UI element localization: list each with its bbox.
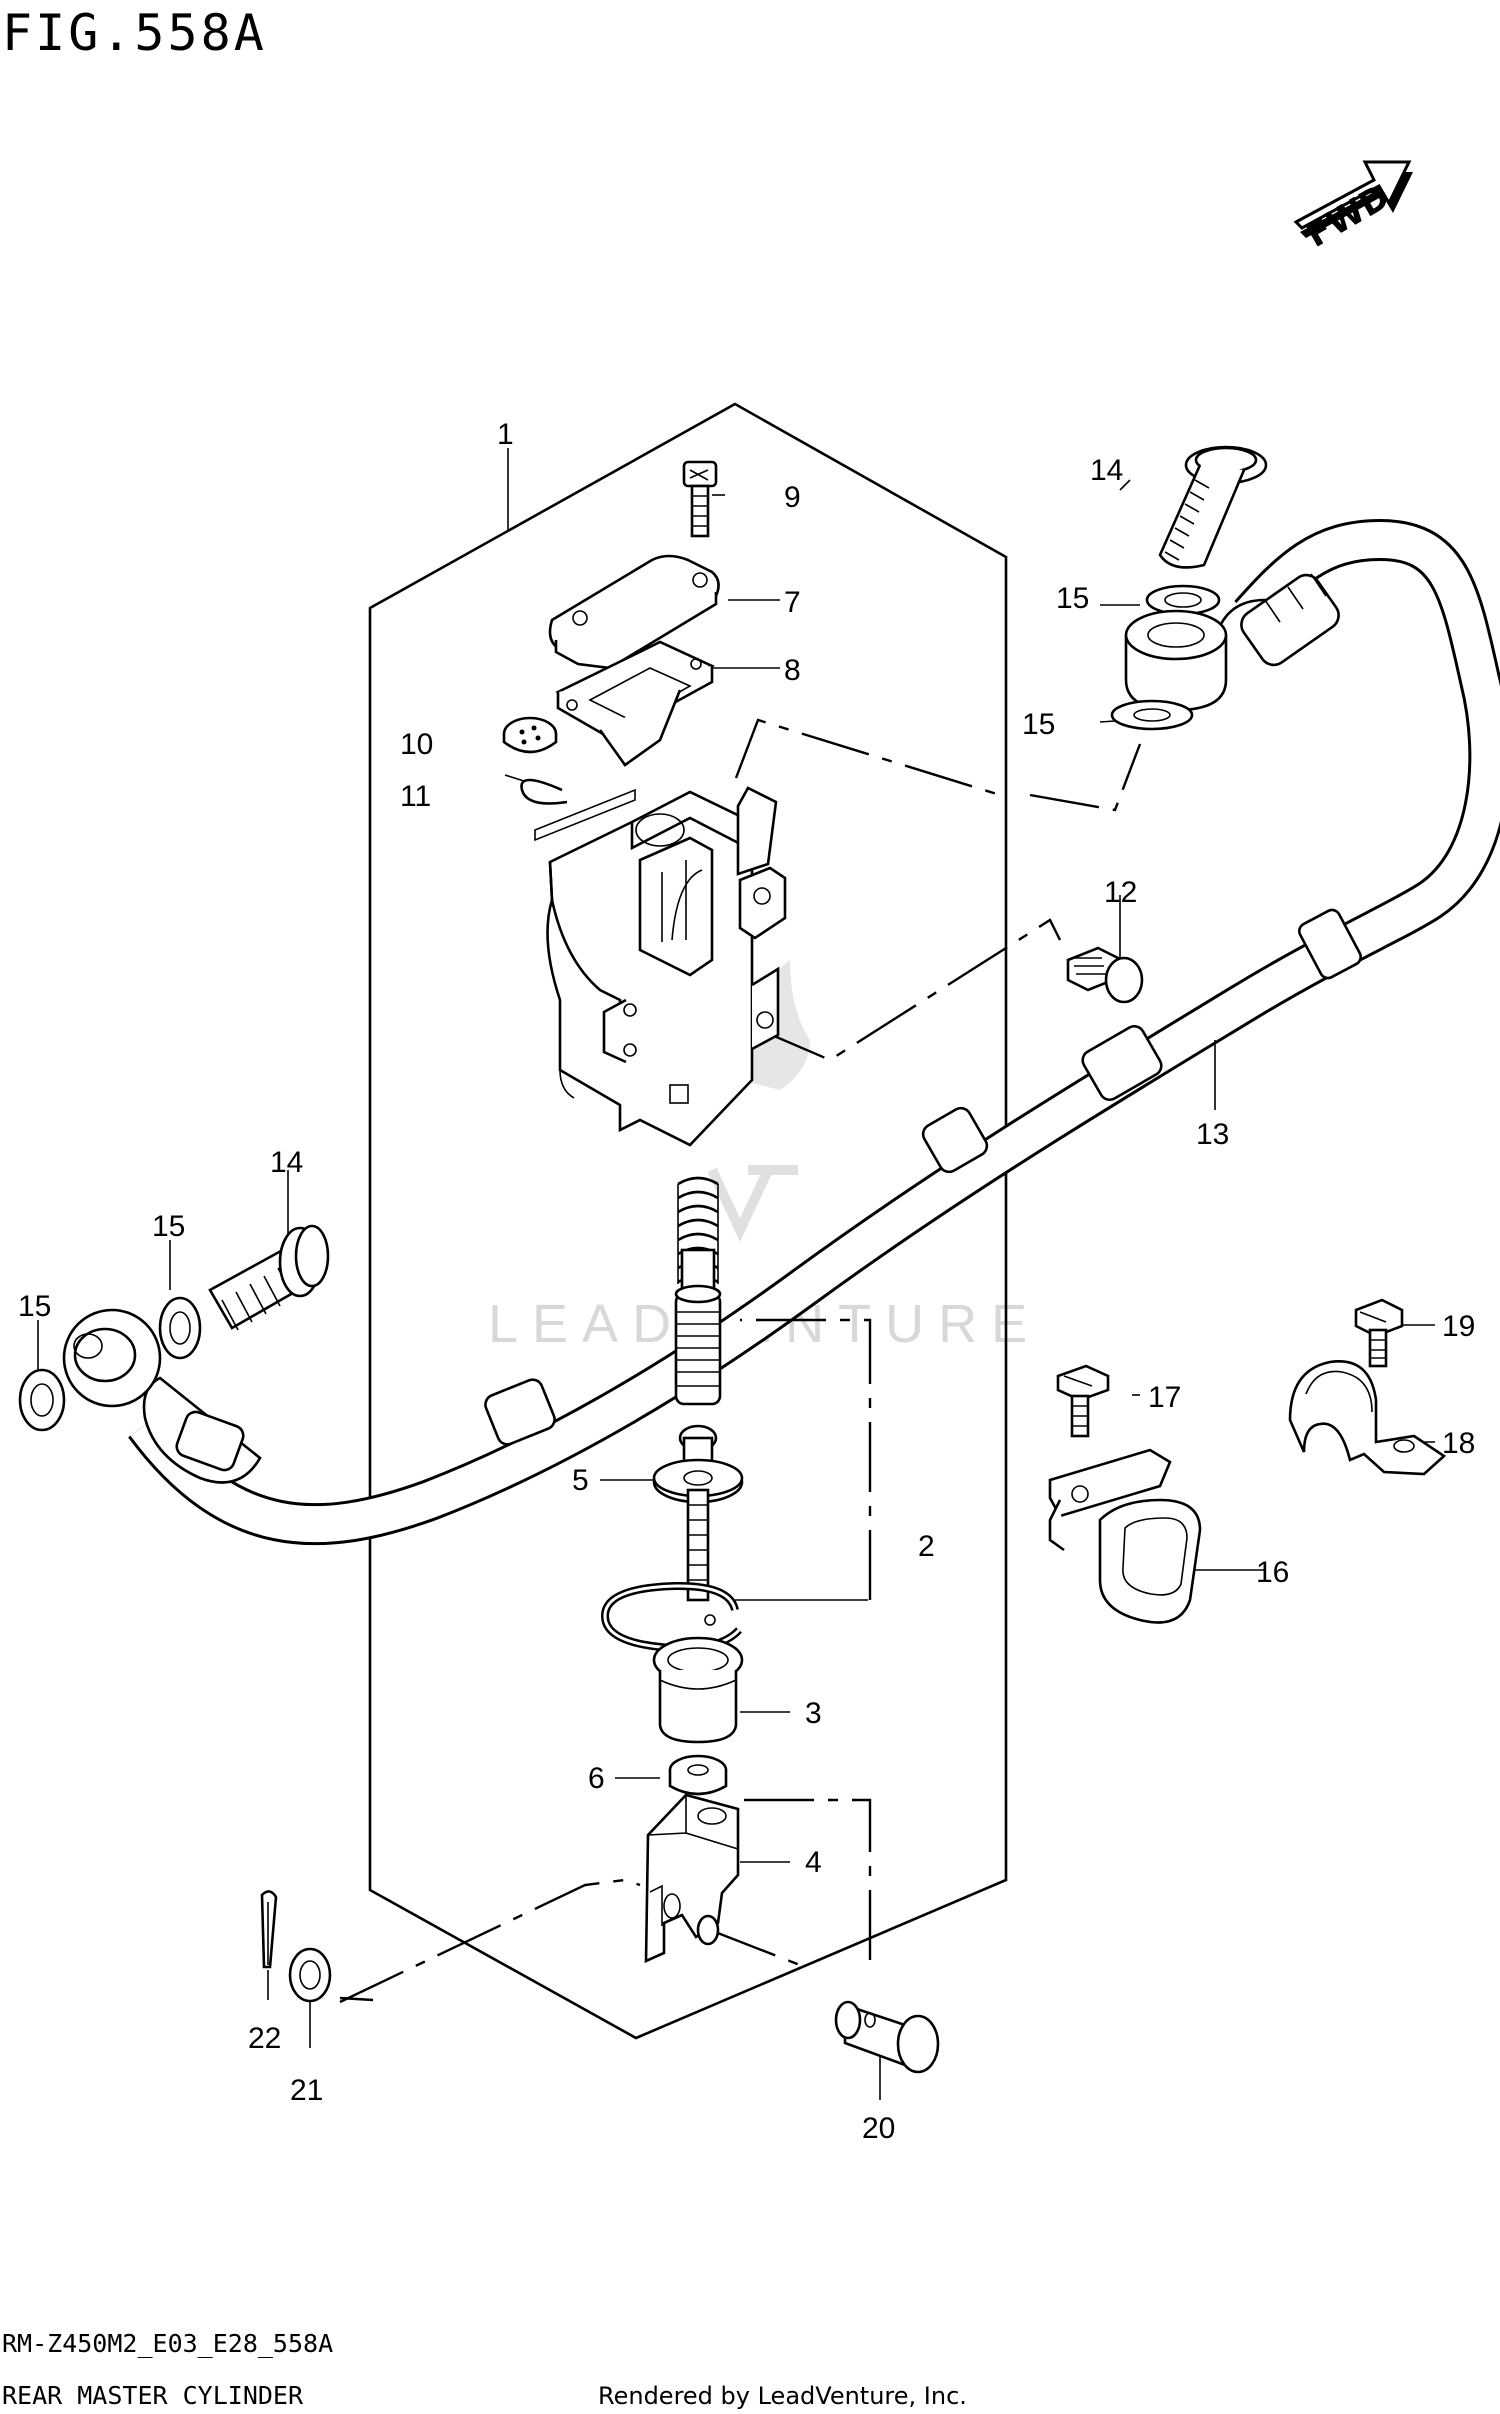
callout-19: 19 (1442, 1310, 1475, 1343)
brake-hose (62, 518, 1500, 1546)
banjo-fitting-right (1124, 609, 1228, 712)
callout-15-left-outer: 15 (18, 1290, 51, 1323)
assembly-connector-lines (339, 718, 1142, 2004)
callout-7: 7 (784, 586, 801, 619)
callout-13: 13 (1196, 1118, 1229, 1151)
reservoir-cap-screw (682, 460, 718, 538)
hose-clamp (1288, 1359, 1447, 1476)
sealing-washer-left-inner (158, 1296, 202, 1360)
banjo-bolt-left (208, 1224, 330, 1331)
diaphragm (502, 716, 558, 754)
hose-end-fitting-left (62, 1308, 262, 1484)
callout-14-right: 14 (1090, 454, 1123, 487)
section-name: REAR MASTER CYLINDER (2, 2381, 304, 2410)
figure-title: FIG.558A (2, 4, 267, 62)
callout-15-right-upper: 15 (1056, 582, 1089, 615)
rendered-by: Rendered by LeadVenture, Inc. (598, 2382, 967, 2410)
lock-nut (668, 1754, 728, 1796)
clevis (644, 1793, 740, 1964)
reservoir-cap (548, 554, 720, 670)
cotter-pin (260, 1890, 278, 1969)
callout-6: 6 (588, 1762, 605, 1795)
hose-sleeve (484, 908, 1362, 1446)
circlip-11 (520, 778, 568, 805)
callout-18: 18 (1442, 1427, 1475, 1460)
master-cylinder-body (534, 786, 787, 1147)
callout-21: 21 (290, 2074, 323, 2107)
callout-9: 9 (784, 481, 801, 514)
dust-boot (652, 1636, 744, 1744)
callout-22: 22 (248, 2022, 281, 2055)
callout-labels: 1 2 3 4 5 6 7 8 9 10 11 12 13 14 14 15 1… (18, 418, 1475, 2145)
callout-14-left: 14 (270, 1146, 303, 1179)
callout-15-left-inner: 15 (152, 1210, 185, 1243)
callout-15-right-lower: 15 (1022, 708, 1055, 741)
reservoir-diaphragm-plate (555, 640, 715, 767)
callout-2: 2 (918, 1530, 935, 1563)
hose-clamp-bolt (1056, 1364, 1110, 1438)
callout-5: 5 (572, 1464, 589, 1497)
sealing-washer-right-upper (1145, 584, 1221, 616)
callout-20: 20 (862, 2112, 895, 2145)
hose-guide-bolt (1066, 946, 1144, 1004)
hose-guide (1048, 1448, 1202, 1624)
sealing-washer-right-lower (1110, 699, 1194, 731)
assembly-outline (368, 402, 1008, 2040)
banjo-bolt-right (1158, 445, 1268, 569)
fwd-arrow-icon: FWD (1293, 160, 1413, 256)
fwd-label: FWD (1300, 177, 1397, 256)
hose-end-fitting-right (1213, 573, 1340, 667)
callout-17: 17 (1148, 1381, 1181, 1414)
clamp-bolt (1354, 1298, 1404, 1368)
callout-10: 10 (400, 728, 433, 761)
push-rod (652, 1424, 744, 1602)
model-code: RM-Z450M2_E03_E28_558A (2, 2329, 333, 2358)
callout-1: 1 (497, 418, 514, 451)
piston-spring-assembly (674, 1176, 722, 1406)
callout-11: 11 (400, 780, 431, 813)
callout-4: 4 (805, 1846, 822, 1879)
callout-16: 16 (1256, 1556, 1289, 1589)
washer-21 (288, 1947, 332, 2003)
callout-12: 12 (1104, 876, 1137, 909)
sealing-washer-left-outer (18, 1368, 66, 1432)
clevis-pin (834, 2000, 940, 2074)
snap-ring (600, 1581, 742, 1653)
callout-8: 8 (784, 654, 801, 687)
callout-3: 3 (805, 1697, 822, 1730)
